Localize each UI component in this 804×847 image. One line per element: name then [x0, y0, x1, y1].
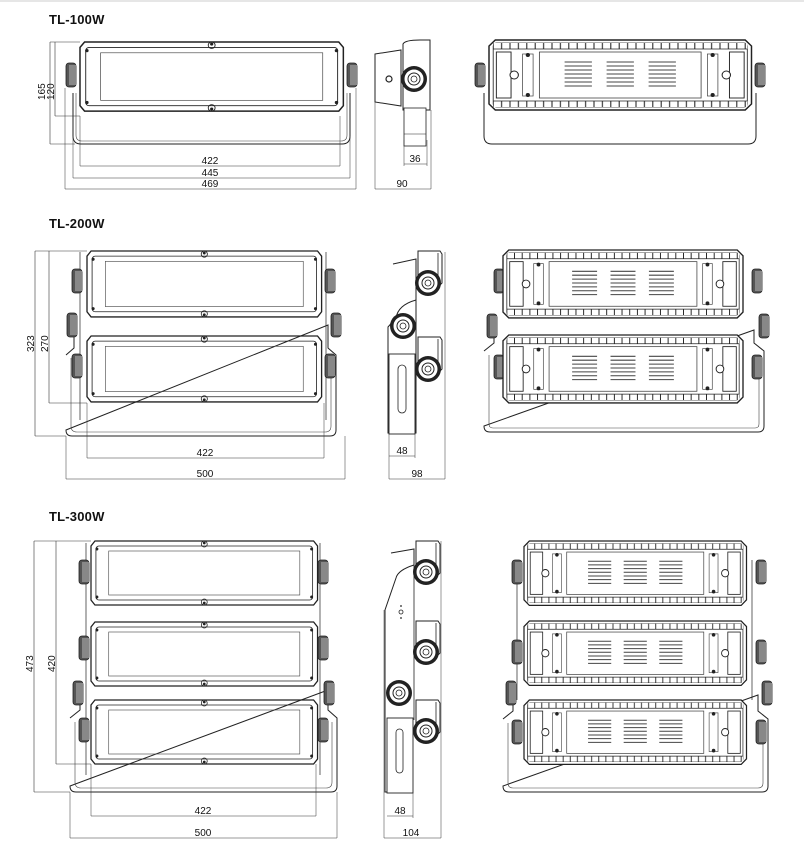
- tl100w-front-view: 165 120 422 445 469: [37, 41, 358, 190]
- dim-bracket-depth: 36: [409, 154, 421, 165]
- model-title-300w: TL-300W: [49, 509, 105, 524]
- dim-led-width: 422: [202, 156, 219, 167]
- tl200w-front-view: 323 270 422 500: [26, 250, 346, 480]
- tl200w-side-view: 48 98: [387, 250, 446, 480]
- dim-overall-width: 469: [202, 179, 219, 190]
- dim-bracket-depth: 48: [394, 806, 406, 817]
- dim-body-height: 270: [40, 335, 51, 352]
- tl100w-back-view: [474, 39, 766, 145]
- dim-overall-height: 165: [37, 83, 48, 100]
- dim-body-height: 420: [47, 655, 58, 672]
- model-title-200w: TL-200W: [49, 216, 105, 231]
- dim-body-height: 120: [46, 83, 57, 100]
- tl100w-side-view: 36 90: [374, 39, 432, 190]
- dim-led-width: 422: [195, 806, 212, 817]
- dim-overall-width: 500: [195, 828, 212, 839]
- dim-led-width: 422: [197, 448, 214, 459]
- tl300w-front-view: 473 420 422 500: [25, 540, 338, 839]
- tl300w-side-view: 48 104: [383, 540, 442, 839]
- dim-overall-width: 500: [197, 469, 214, 480]
- dim-overall-height: 323: [26, 335, 37, 352]
- dim-depth: 90: [396, 179, 408, 190]
- top-border: [0, 0, 804, 2]
- dim-depth: 104: [403, 828, 420, 839]
- dim-body-width: 445: [202, 168, 219, 179]
- model-title-100w: TL-100W: [49, 12, 105, 27]
- tl300w-back-view: [502, 540, 773, 793]
- tl200w-back-view: [483, 249, 770, 433]
- dim-overall-height: 473: [25, 655, 36, 672]
- dim-bracket-depth: 48: [396, 446, 408, 457]
- dim-depth: 98: [411, 469, 423, 480]
